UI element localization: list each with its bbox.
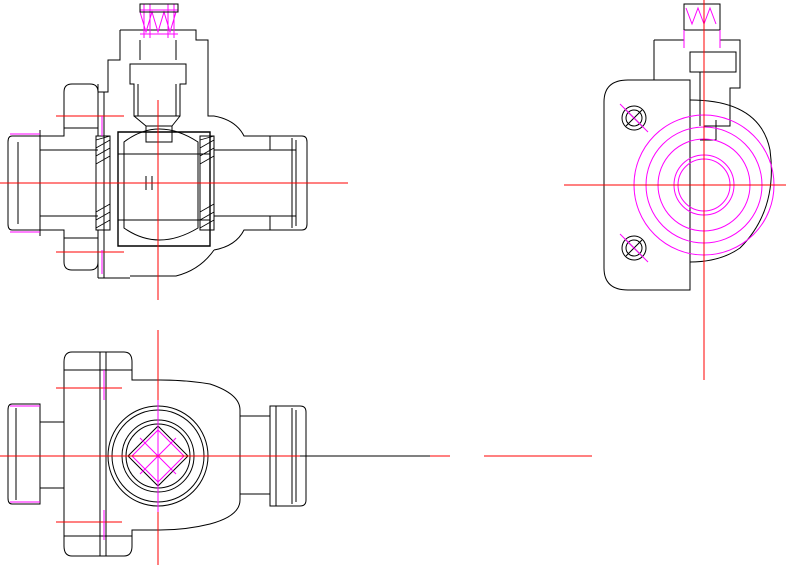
side-bolt-holes (619, 103, 649, 263)
front-ball-and-seats (95, 128, 215, 247)
front-right-pipe-end (214, 135, 308, 231)
side-flange-body (603, 79, 772, 291)
top-flange-body (40, 351, 241, 557)
top-centerlines (0, 330, 592, 565)
side-view (564, 0, 786, 380)
front-section-view (0, 3, 348, 300)
side-bonnet (653, 3, 741, 150)
top-view (0, 330, 592, 565)
front-bonnet-stem (98, 3, 209, 143)
front-centerlines (0, 100, 348, 300)
side-centerlines (564, 0, 786, 380)
front-valve-body (40, 60, 270, 279)
top-left-pipe-end (7, 403, 41, 505)
